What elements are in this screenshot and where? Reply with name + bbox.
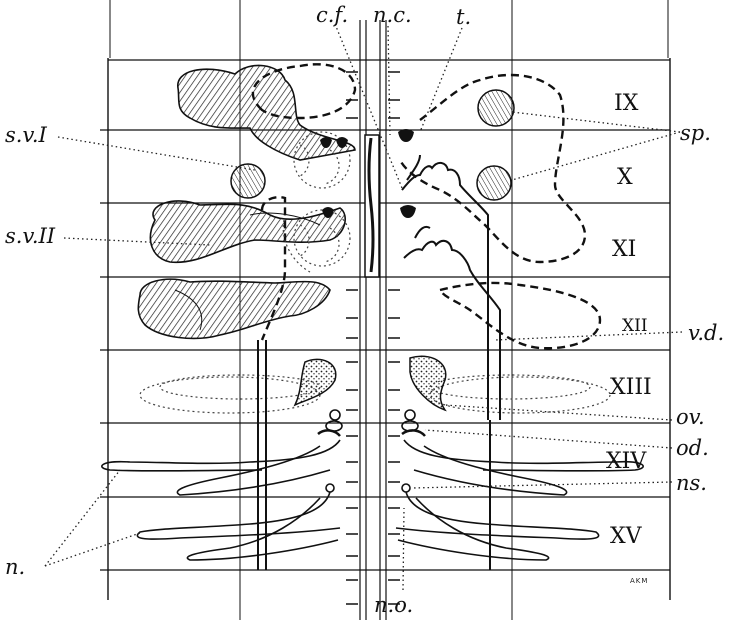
- label-t: t.: [456, 5, 471, 29]
- segment-label-x: X: [617, 165, 633, 190]
- label-sv1: s.v.I: [5, 123, 47, 147]
- ovary-left: [295, 359, 336, 405]
- spermatheca-2: [477, 166, 511, 200]
- label-n: n.: [5, 555, 25, 579]
- label-ns: ns.: [676, 471, 707, 495]
- label-sv2: s.v.II: [5, 224, 56, 248]
- label-vd: v.d.: [688, 321, 724, 345]
- left-vas-deferens: [258, 340, 490, 570]
- label-ov: ov.: [676, 405, 705, 429]
- seminal-vesicle-3: [138, 279, 330, 338]
- segment-label-xi: XI: [612, 237, 636, 262]
- label-od: od.: [676, 436, 709, 460]
- label-nc: n.c.: [373, 3, 412, 27]
- segment-label-xiv: XIV: [606, 449, 647, 474]
- segment-label-xiii: XIII: [610, 375, 652, 400]
- label-sp: sp.: [680, 121, 711, 145]
- seminal-orb-left: [231, 164, 265, 198]
- ovary-right: [410, 356, 446, 410]
- segment-label-xv: XV: [610, 524, 643, 549]
- nephridia-xiv: [102, 440, 643, 495]
- label-cf: c.f.: [316, 3, 348, 27]
- nephridia-xv: [137, 484, 598, 560]
- nerve-cord: [360, 20, 386, 620]
- spermatheca-1: [478, 90, 514, 126]
- label-no: n.o.: [374, 593, 413, 617]
- artist-signature: AKM: [630, 577, 648, 585]
- segment-label-ix: IX: [614, 91, 639, 116]
- segment-label-xii: XII: [622, 316, 648, 336]
